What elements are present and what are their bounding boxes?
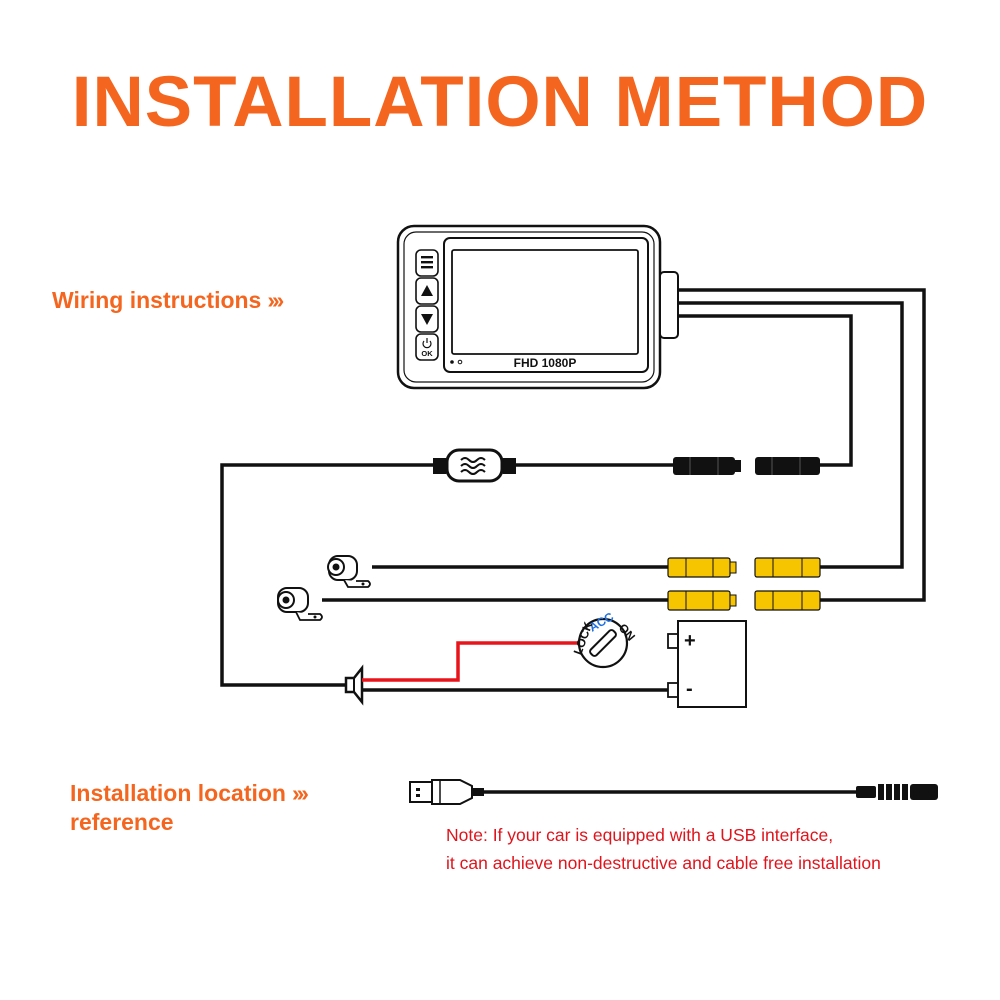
wave-icon [460, 457, 486, 475]
power-connector-left [673, 457, 741, 475]
arrow-up-icon [421, 285, 433, 296]
arrow-down-icon [421, 314, 433, 325]
up-button[interactable] [415, 277, 439, 305]
rear-yellow-connector-left [667, 590, 737, 611]
ignition-switch: ACC ON LOCK [571, 609, 638, 669]
power-cable [220, 448, 820, 687]
car-battery: + - [667, 620, 747, 708]
wiring-instructions-label: Wiring instructions ››› [52, 286, 284, 315]
battery-body [677, 620, 747, 708]
acc-red-wire [362, 641, 582, 682]
cable-connector-end [856, 784, 938, 800]
power-connector-right [755, 457, 820, 475]
usb-plug-icon [409, 779, 484, 805]
menu-button[interactable] [415, 249, 439, 277]
installation-location-text: Installation location ››› [70, 779, 309, 808]
front-yellow-connector-left [667, 557, 737, 578]
usb-note-line1: Note: If your car is equipped with a USB… [446, 825, 834, 845]
power-ok-button[interactable]: OK [415, 333, 439, 361]
usb-cable [409, 779, 938, 805]
rear-camera [277, 587, 821, 621]
device-cables [678, 288, 926, 602]
mic-hole-icon [457, 359, 463, 365]
chevron-right-icon: ››› [267, 287, 284, 313]
usb-note-line2: it can achieve non-destructive and cable… [446, 853, 881, 873]
menu-icon [421, 256, 433, 269]
front-yellow-connector-right [754, 557, 821, 578]
screen-resolution-label: FHD 1080P [514, 356, 577, 370]
power-icon [422, 338, 432, 349]
ok-label: OK [421, 349, 433, 358]
battery-plus-label: + [684, 630, 696, 652]
installation-location-line1: Installation location [70, 780, 286, 806]
installation-location-label: Installation location ››› reference [70, 779, 309, 837]
power-filter-module [433, 448, 516, 483]
camera-icon [277, 587, 323, 621]
dvr-screen [451, 249, 639, 355]
installation-location-line2: reference [70, 809, 174, 835]
dvr-side-port [659, 271, 679, 339]
battery-minus-label: - [686, 678, 693, 700]
down-button[interactable] [415, 305, 439, 333]
wiring-instructions-text: Wiring instructions [52, 287, 262, 313]
dvr-device: FHD 1080P [396, 224, 679, 390]
usb-note: Note: If your car is equipped with a USB… [446, 821, 881, 877]
power-lead-connector [344, 664, 364, 706]
camera-icon [327, 555, 371, 588]
page-title: INSTALLATION METHOD [71, 63, 929, 142]
chevron-right-icon: ››› [291, 780, 309, 806]
dvr-inner-bezel [403, 231, 655, 383]
front-camera [327, 555, 821, 588]
rear-yellow-connector-right [754, 590, 821, 611]
status-led-icon [450, 360, 454, 364]
